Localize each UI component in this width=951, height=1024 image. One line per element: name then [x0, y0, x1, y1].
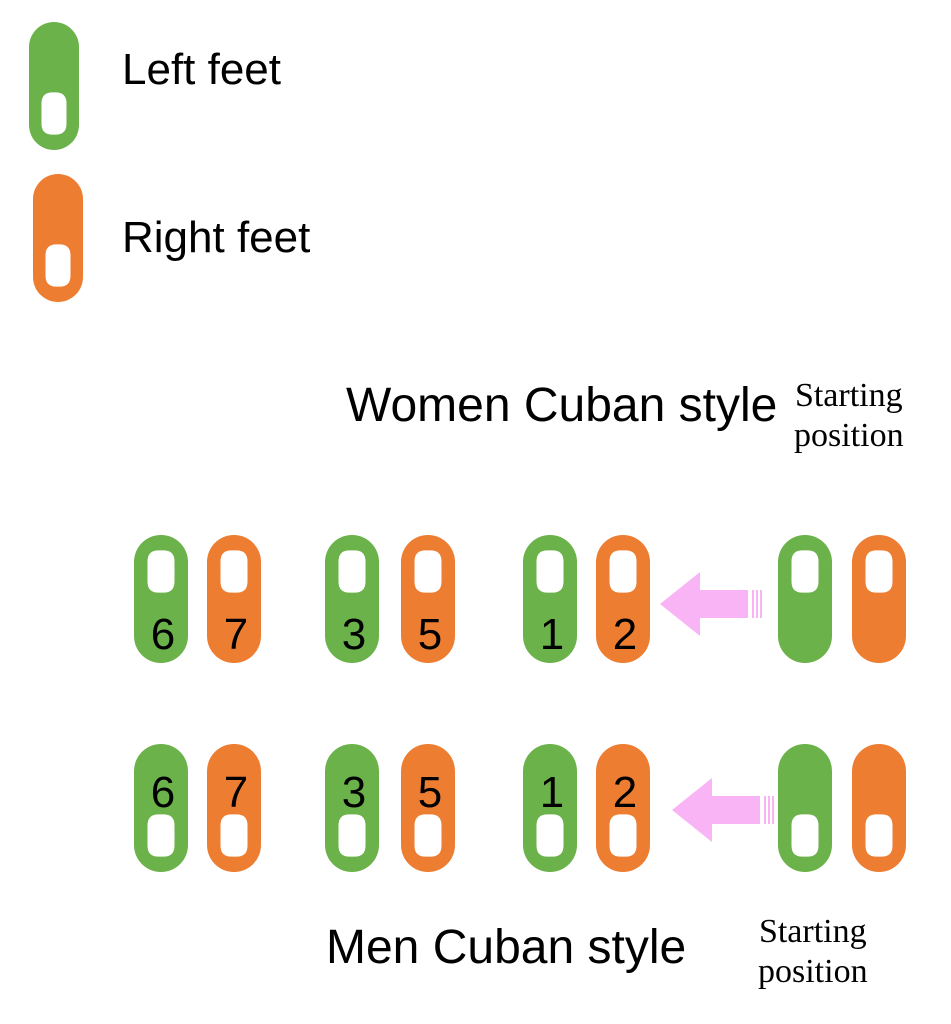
- men-step-1-left-foot: 1: [523, 744, 577, 872]
- women-direction-arrow-body: [660, 572, 748, 636]
- men-step-2-right-foot-heel: [609, 814, 637, 857]
- women-step-6-left-foot-step-number: 6: [151, 610, 175, 659]
- women-step-6-left-foot-heel: [147, 550, 175, 593]
- men-step-3-left-foot-heel: [338, 814, 366, 857]
- women-step-1-left-foot-heel: [536, 550, 564, 593]
- men-direction-arrow-tail-line: [772, 796, 774, 824]
- women-start-label: Starting position: [794, 376, 904, 456]
- women-start-left-foot-heel: [791, 550, 819, 593]
- women-step-7-right-foot-step-number: 7: [224, 610, 248, 659]
- left-foot-icon: [29, 22, 79, 150]
- women-start-right-foot-heel: [865, 550, 893, 593]
- men-step-1-left-foot-heel: [536, 814, 564, 857]
- women-direction-arrow-tail-line: [752, 590, 754, 618]
- men-start-label-line1: Starting: [758, 913, 867, 950]
- women-direction-arrow-tail-line: [760, 590, 762, 618]
- women-step-5-right-foot-step-number: 5: [418, 610, 442, 659]
- women-step-3-left-foot: 3: [325, 535, 379, 663]
- men-step-2-right-foot-step-number: 2: [613, 768, 637, 817]
- left-foot-icon-heel: [41, 92, 67, 135]
- men-direction-arrow-tail-line: [764, 796, 766, 824]
- men-step-7-right-foot: 7: [207, 744, 261, 872]
- women-title: Women Cuban style: [346, 379, 778, 432]
- men-step-3-left-foot-step-number: 3: [342, 768, 366, 817]
- women-step-5-right-foot-heel: [414, 550, 442, 593]
- women-direction-arrow: [660, 572, 762, 636]
- women-step-2-right-foot: 2: [596, 535, 650, 663]
- right-foot-icon: [33, 174, 83, 302]
- legend-label-left: Left feet: [122, 45, 282, 94]
- women-start-label-line1: Starting: [794, 377, 903, 414]
- men-step-1-left-foot-step-number: 1: [540, 768, 564, 817]
- men-start-label: Starting position: [758, 912, 868, 992]
- women-step-7-right-foot-heel: [220, 550, 248, 593]
- right-foot-icon-heel: [45, 244, 71, 287]
- women-step-2-right-foot-heel: [609, 550, 637, 593]
- men-step-6-left-foot-heel: [147, 814, 175, 857]
- men-direction-arrow: [672, 778, 774, 842]
- men-step-6-left-foot-step-number: 6: [151, 768, 175, 817]
- men-start-right-foot-heel: [865, 814, 893, 857]
- men-start-right-foot: [852, 744, 906, 872]
- men-step-5-right-foot: 5: [401, 744, 455, 872]
- women-step-2-right-foot-step-number: 2: [613, 610, 637, 659]
- women-direction-arrow-tail-line: [756, 590, 758, 618]
- men-title: Men Cuban style: [326, 921, 687, 974]
- men-step-3-left-foot: 3: [325, 744, 379, 872]
- women-step-1-left-foot-step-number: 1: [540, 610, 564, 659]
- women-step-5-right-foot: 5: [401, 535, 455, 663]
- women-start-right-foot: [852, 535, 906, 663]
- men-direction-arrow-tail-line: [768, 796, 770, 824]
- women-step-6-left-foot: 6: [134, 535, 188, 663]
- men-step-7-right-foot-step-number: 7: [224, 768, 248, 817]
- men-start-left-foot: [778, 744, 832, 872]
- men-start-left-foot-heel: [791, 814, 819, 857]
- women-start-left-foot: [778, 535, 832, 663]
- legend-label-right: Right feet: [122, 213, 311, 262]
- women-start-label-line2: position: [794, 417, 904, 454]
- men-step-5-right-foot-heel: [414, 814, 442, 857]
- women-step-1-left-foot: 1: [523, 535, 577, 663]
- men-direction-arrow-body: [672, 778, 760, 842]
- men-step-5-right-foot-step-number: 5: [418, 768, 442, 817]
- women-step-3-left-foot-heel: [338, 550, 366, 593]
- men-step-7-right-foot-heel: [220, 814, 248, 857]
- women-step-3-left-foot-step-number: 3: [342, 610, 366, 659]
- men-step-6-left-foot: 6: [134, 744, 188, 872]
- women-step-7-right-foot: 7: [207, 535, 261, 663]
- men-step-2-right-foot: 2: [596, 744, 650, 872]
- men-start-label-line2: position: [758, 953, 868, 990]
